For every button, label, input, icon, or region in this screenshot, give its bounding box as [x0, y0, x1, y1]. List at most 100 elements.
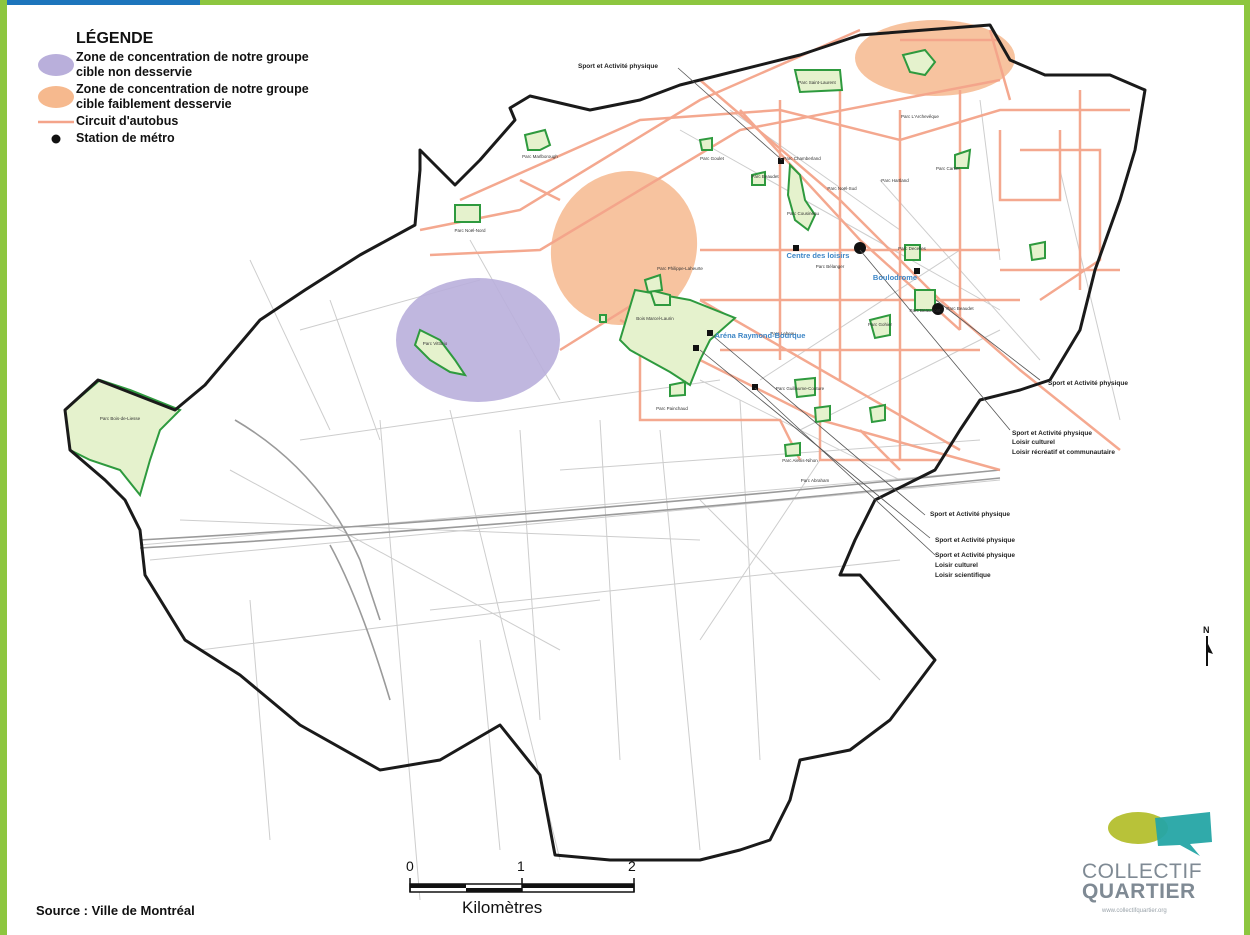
park-label-marlborough: Parc Marlborough: [522, 154, 558, 159]
service-label-culture-3: Loisir culturel: [935, 562, 978, 569]
legend-swatch-purple: [38, 54, 74, 76]
bus-routes: [419, 28, 1130, 472]
park-couture: [793, 376, 816, 399]
park-label-lebeau: Parc Lebeau: [770, 331, 796, 336]
parks: [63, 48, 1046, 498]
scale-tick-1: 1: [517, 858, 525, 874]
park-label-beaudet-2: Parc Beaudet: [946, 306, 974, 311]
park-lambert: [1028, 240, 1046, 262]
scale-unit: Kilomètres: [462, 898, 543, 917]
park-label-goulet: Parc Goulet: [700, 156, 725, 161]
service-label-culture-group: Loisir culturel: [1012, 439, 1055, 446]
service-label-sport-2: Sport et Activité physique: [935, 537, 1015, 544]
facility-marker: [914, 268, 920, 274]
metro-icon: [51, 134, 61, 143]
facility-markers: [693, 158, 920, 390]
service-label-scientifique-3: Loisir scientifique: [935, 572, 991, 579]
north-label: N: [1203, 625, 1210, 635]
legend-item-bus: Circuit d'autobus: [38, 114, 179, 128]
legend-title: LÉGENDE: [76, 30, 154, 47]
park-alexis: [783, 441, 801, 458]
facility-marker: [793, 245, 799, 251]
park-beaudet: [751, 170, 766, 186]
park-bois-de-liesse: [63, 378, 182, 498]
scale-graphic: [409, 878, 635, 893]
park-label-archeveque: Parc L'Archevêque: [901, 114, 939, 119]
park-label-decelles: Parc Decelles: [898, 246, 927, 251]
park-label-beaudet: Parc Beaudet: [751, 174, 779, 179]
park-beaumont: [914, 289, 936, 311]
park-label-painchaud: Parc Painchaud: [656, 406, 688, 411]
park-label-chamberland: Parc Chamberland: [783, 156, 821, 161]
park-decelles: [904, 244, 921, 261]
park-gohier: [868, 313, 891, 340]
park-nord: [868, 403, 886, 424]
frame-left-border: [0, 0, 7, 935]
park-lebeau: [454, 204, 481, 223]
park-philippe-laheurte: [648, 288, 671, 306]
park-label-noel-nord: Parc Noël-Nord: [454, 228, 486, 233]
service-label-sport-1: Sport et Activité physique: [930, 511, 1010, 518]
legend-swatch-orange: [38, 86, 74, 108]
park-saint-laurent: [793, 69, 844, 94]
park-label-gohier: Parc Gohier: [868, 322, 893, 327]
park-cartier: [954, 148, 972, 169]
park-label-belanger: Parc Bélanger: [816, 264, 845, 269]
park-label-noel-sud: Parc Noël-Sud: [827, 186, 857, 191]
park-label-cartier: Parc Cartier: [936, 166, 961, 171]
legend-item-zone-non-desservie: Zone de concentration de notre groupe ci…: [36, 50, 336, 80]
facility-marker: [707, 330, 713, 336]
park-label-alexis: Parc Alexis-Nihon: [782, 458, 818, 463]
facility-label-centre-loisirs: Centre des loisirs: [787, 251, 850, 260]
speech-bubbles-icon: [1108, 812, 1212, 856]
service-label-sport-group: Sport et Activité physique: [1012, 430, 1092, 437]
facility-marker: [778, 158, 784, 164]
frame-top-accent: [0, 0, 200, 5]
park-labels: Parc Bois-de-Liesse Bois Marcel-Laurin P…: [100, 80, 975, 483]
park-goulet: [698, 136, 713, 151]
facility-marker: [693, 345, 699, 351]
service-label-recreatif-group: Loisir récréatif et communautaire: [1012, 449, 1115, 456]
service-label-sport-right: Sport et Activité physique: [1048, 380, 1128, 387]
park-sud: [813, 404, 831, 424]
logo-line1: COLLECTIF: [1082, 860, 1203, 883]
logo-line2: QUARTIER: [1082, 880, 1196, 903]
scale-tick-0: 0: [406, 858, 414, 874]
logo-url: www.collectifquartier.org: [1102, 908, 1167, 914]
park-label-cousineau: Parc Cousineau: [787, 211, 820, 216]
park-label-hartland: Parc Hartland: [881, 178, 909, 183]
park-label-bois-de-liesse: Parc Bois-de-Liesse: [100, 416, 141, 421]
north-arrow: N: [1200, 622, 1216, 668]
scale-bar: 0 1 2 Kilomètres: [400, 858, 650, 918]
service-label-sport-3: Sport et Activité physique: [935, 552, 1015, 559]
legend: LÉGENDE Zone de concentration de notre g…: [36, 30, 336, 146]
park-label-beaumont: Parc Beaumont: [909, 308, 941, 313]
leader-lines: [677, 67, 1041, 556]
park-small-1: [599, 314, 607, 323]
facility-marker: [752, 384, 758, 390]
metro-station-du-college: [932, 303, 944, 315]
park-marlborough: [523, 128, 552, 151]
park-label-vittorio: Parc Vittorio: [423, 341, 448, 346]
legend-item-zone-faiblement-desservie: Zone de concentration de notre groupe ci…: [36, 82, 336, 112]
facility-label-arena: Aréna Raymond-Bourque: [715, 331, 806, 340]
park-painchaud: [669, 380, 686, 398]
service-labels: Sport et Activité physique Sport et Acti…: [578, 63, 1128, 579]
park-label-abraham: Parc Abraham: [801, 478, 830, 483]
park-bois-marcel-laurin: [618, 288, 737, 387]
park-label-saint-laurent: Parc Saint-Laurent: [798, 80, 836, 85]
borough-boundary: [63, 23, 1147, 862]
metro-station-cote-vertu: [854, 242, 866, 254]
zone-non-desservie: [396, 278, 560, 402]
frame-top-border: [0, 0, 1250, 5]
facility-label-boulodrome: Boulodrome: [873, 273, 917, 282]
legend-item-metro: Station de métro: [36, 131, 336, 146]
park-label-couture: Parc Guillaume-Couture: [776, 386, 825, 391]
north-arrow-icon: N: [1203, 625, 1213, 666]
facility-labels: Centre des loisirs Boulodrome Aréna Raym…: [715, 251, 918, 340]
park-label-bois-marcel-laurin: Bois Marcel-Laurin: [636, 316, 674, 321]
park-chamberland: [786, 162, 817, 232]
highway: [139, 419, 1001, 701]
source-credit: Source : Ville de Montréal: [36, 903, 195, 918]
